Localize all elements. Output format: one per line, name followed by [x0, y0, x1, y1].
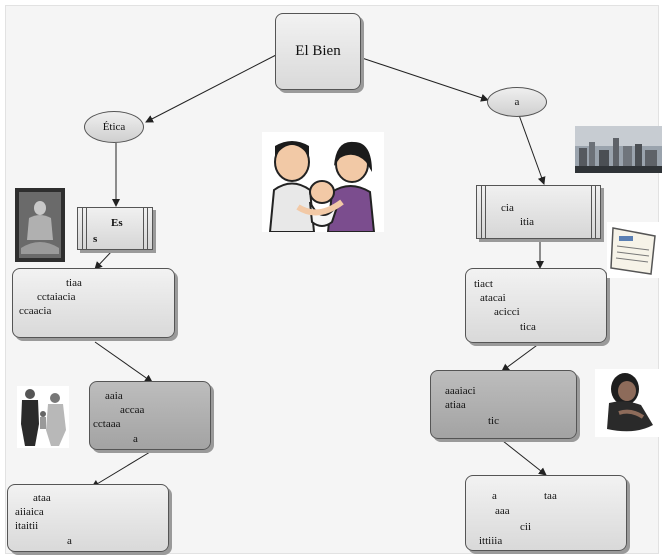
right-box3-line3: cii: [520, 521, 531, 533]
right-box2-line2: atiaa: [445, 399, 466, 411]
edge-rbox1-rbox2: [501, 342, 541, 372]
ellipse-a: a: [487, 87, 547, 117]
edge-a-proc: [518, 114, 546, 185]
edge-box1-box2: [94, 341, 153, 383]
right-box-3: a taa aaa cii ittiiia: [465, 475, 627, 551]
left-box-1: tiaa cctaiacia ccaacia: [12, 268, 175, 338]
right-box1-line1: tiact: [474, 278, 493, 290]
ellipse-a-label: a: [514, 95, 520, 108]
right-proc-line2: itia: [520, 216, 535, 228]
root-label: El Bien: [295, 43, 341, 59]
edge-proc-box1: [94, 251, 112, 270]
ellipse-etica: Ética: [84, 111, 144, 143]
left-box1-line1: tiaa: [66, 277, 82, 289]
right-process-box: cia itia: [476, 185, 601, 239]
right-box3-line1b: taa: [544, 490, 557, 502]
right-box1-line4: tica: [520, 321, 536, 333]
meditating-figure: [15, 188, 65, 262]
right-box1-line2: atacai: [480, 292, 506, 304]
document-scroll: [607, 222, 661, 278]
left-box3-line1: ataa: [33, 492, 51, 504]
left-box-2: aaia accaa cctaaa a: [89, 381, 211, 450]
left-process-box: Es s: [77, 207, 153, 250]
ellipse-etica-label: Ética: [102, 120, 126, 133]
right-box-2: aaaiaci atiaa tic: [430, 370, 577, 439]
sitting-woman: [595, 369, 661, 437]
root-node: El Bien: [275, 13, 361, 90]
left-box-3: ataa aiiaica itaitii a: [7, 484, 169, 552]
right-box3-line2: aaa: [495, 505, 510, 517]
left-box3-line4: a: [67, 535, 72, 547]
left-box2-line3: cctaaa: [93, 418, 121, 430]
left-box3-line2: aiiaica: [15, 506, 44, 518]
edge-root-etica: [145, 54, 277, 123]
left-proc-line1: Es: [111, 217, 123, 229]
right-box2-line3: tic: [488, 415, 499, 427]
right-box-1: tiact atacai acicci tica: [465, 268, 607, 343]
right-box3-line4: ittiiia: [479, 535, 503, 547]
left-proc-line2: s: [93, 233, 98, 245]
right-proc-line1: cia: [501, 202, 514, 214]
city-skyline: [575, 126, 662, 173]
edge-rbox2-rbox3: [502, 440, 547, 476]
parents-with-child: [17, 386, 69, 448]
right-box1-line3: acicci: [494, 306, 520, 318]
left-box1-line2: cctaiacia: [37, 291, 76, 303]
left-box2-line4: a: [133, 433, 138, 445]
left-box3-line3: itaitii: [15, 520, 39, 532]
right-box2-line1: aaaiaci: [445, 385, 476, 397]
edge-root-a: [361, 57, 489, 102]
edge-box2-box3: [91, 451, 151, 488]
left-box2-line2: accaa: [120, 404, 145, 416]
left-box1-line3: ccaacia: [19, 305, 52, 317]
right-box3-line1: a: [492, 490, 497, 502]
family-illustration: [262, 132, 384, 232]
left-box2-line1: aaia: [105, 390, 123, 402]
